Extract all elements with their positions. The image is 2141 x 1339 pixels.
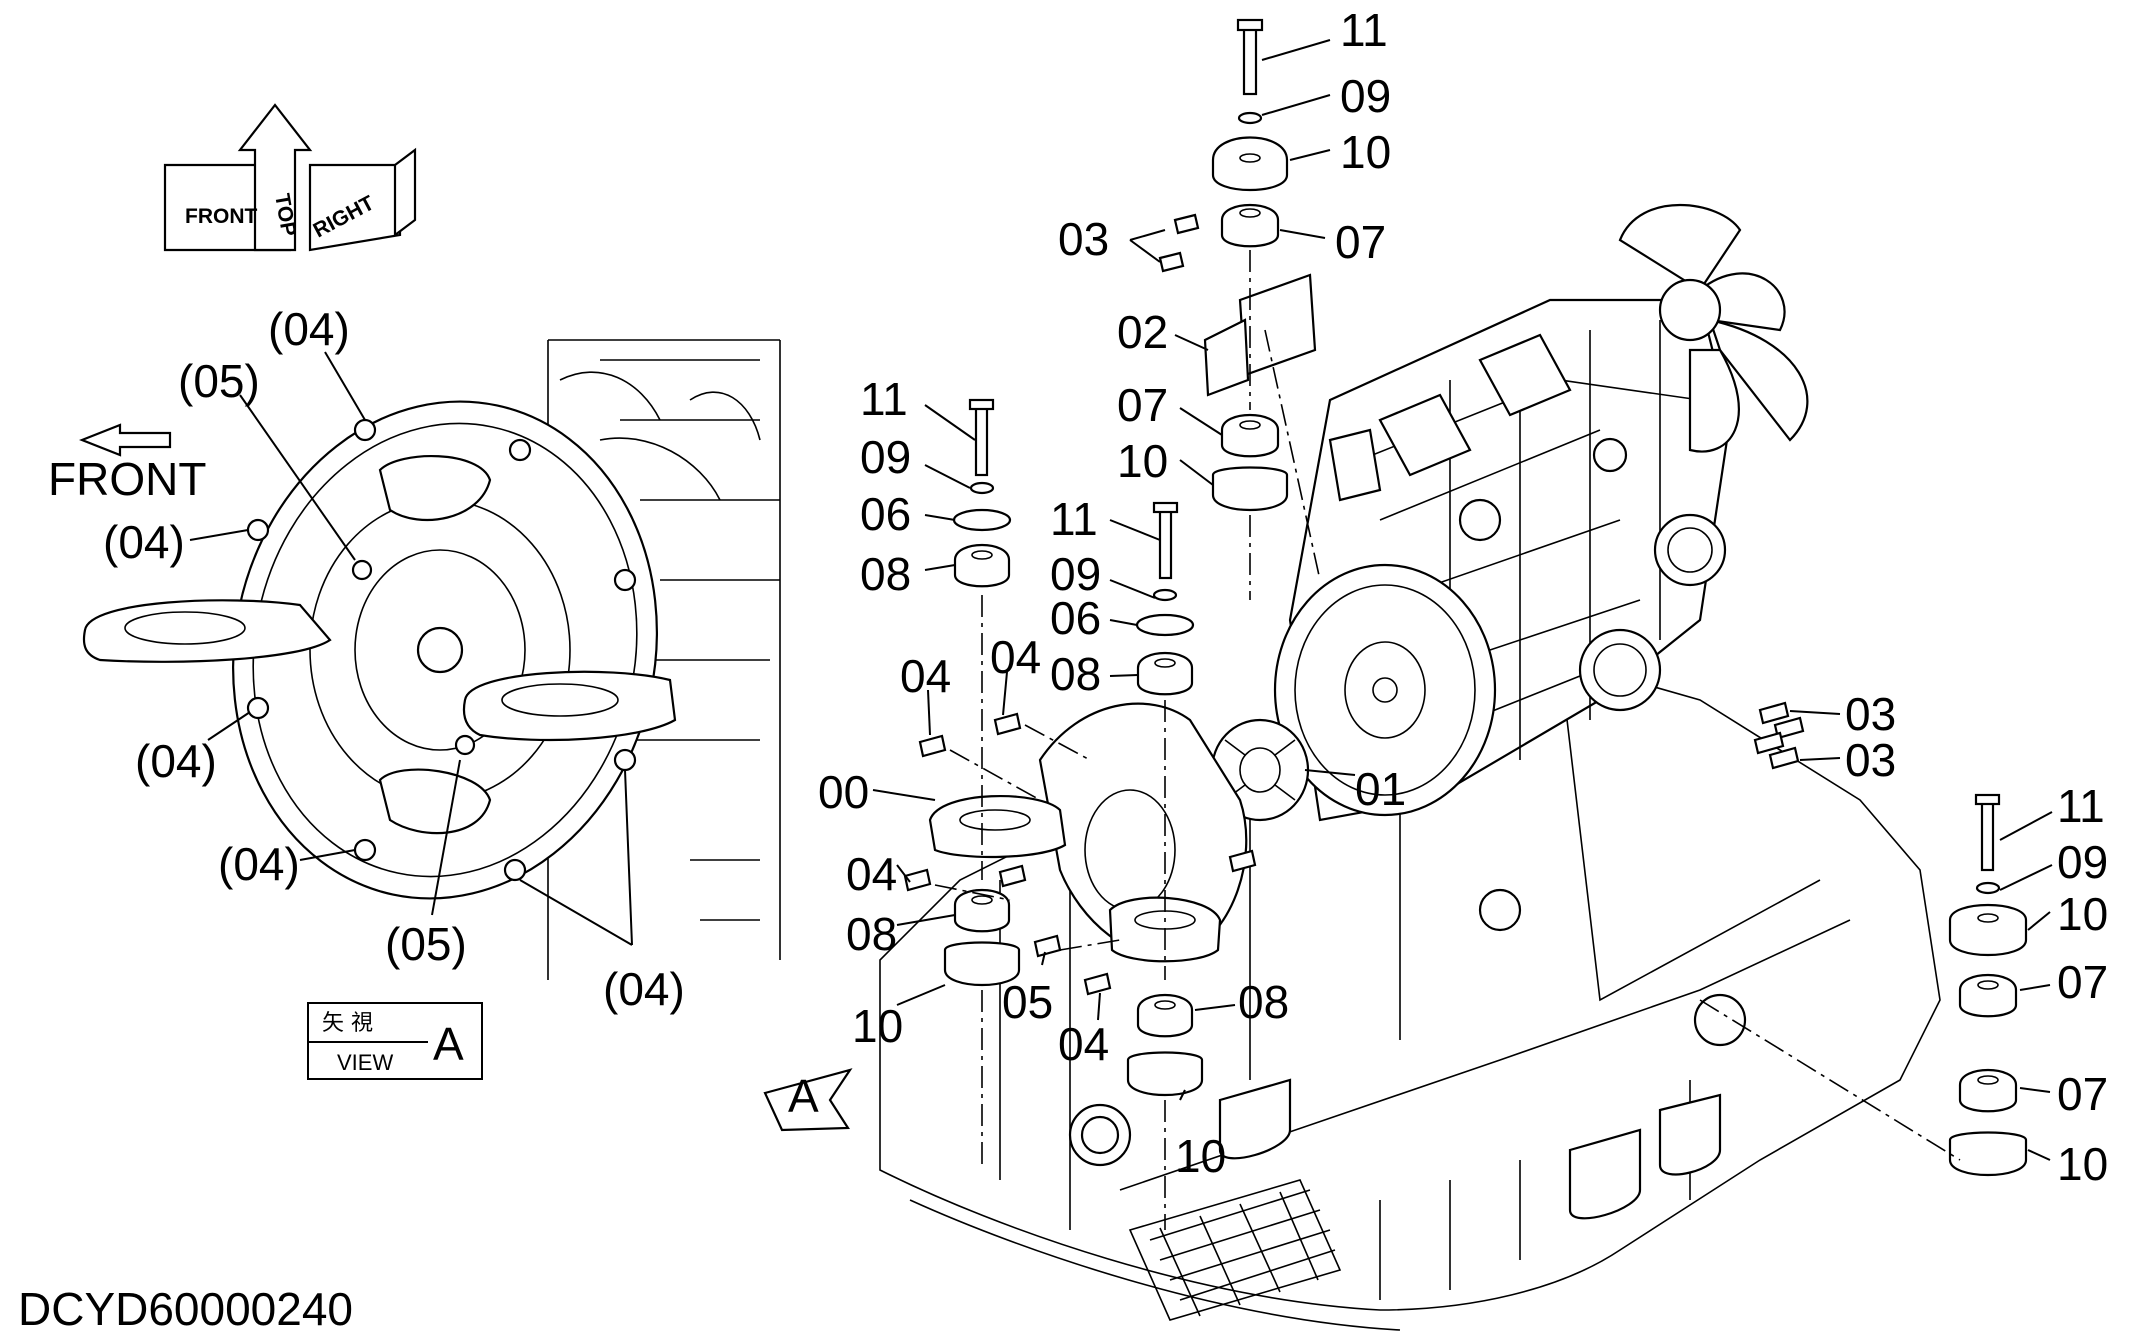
callout-detail-05-b: (05) xyxy=(385,918,467,970)
callout-c-10b: 10 xyxy=(1175,1130,1226,1182)
orientation-cube: FRONT TOP RIGHT xyxy=(163,103,417,252)
callout-c-09: 09 xyxy=(1050,548,1101,600)
callout-top-07: 07 xyxy=(1335,216,1386,268)
callout-c-04b: 04 xyxy=(990,631,1041,683)
drawing-code: DCYD60000240 xyxy=(18,1283,353,1335)
callout-c-04c: 04 xyxy=(846,848,897,900)
view-a-marker-letter: A xyxy=(788,1070,819,1122)
callout-detail-04-a: (04) xyxy=(268,303,350,355)
callout-r-07b: 07 xyxy=(2057,1068,2108,1120)
callout-r-10b: 10 xyxy=(2057,1138,2108,1190)
callout-detail-04-d: (04) xyxy=(218,838,300,890)
view-box-label: VIEW xyxy=(337,1050,393,1075)
callout-mid-07: 07 xyxy=(1117,379,1168,431)
callout-r-11: 11 xyxy=(2057,780,2105,832)
callout-detail-04-e: (04) xyxy=(603,963,685,1015)
callout-c-04a: 04 xyxy=(900,650,951,702)
callout-left-09: 09 xyxy=(860,431,911,483)
callout-c-10: 10 xyxy=(852,1000,903,1052)
view-a-box: 矢 視 VIEW A xyxy=(307,1002,483,1080)
callout-left-11: 11 xyxy=(860,373,908,425)
callout-detail-05-a: (05) xyxy=(178,355,260,407)
callout-left-06: 06 xyxy=(860,488,911,540)
callout-c-05: 05 xyxy=(1002,976,1053,1028)
view-a-arrow xyxy=(763,1068,853,1132)
front-label: FRONT xyxy=(48,453,206,505)
cooling-fan xyxy=(1618,203,1809,453)
view-box-kanji: 矢 視 xyxy=(322,1011,373,1036)
front-arrow: FRONT xyxy=(48,423,206,505)
callout-detail-04-b: (04) xyxy=(103,516,185,568)
callout-top-09: 09 xyxy=(1340,70,1391,122)
view-box-letter: A xyxy=(433,1018,464,1070)
callout-r-09: 09 xyxy=(2057,836,2108,888)
callout-top-02: 02 xyxy=(1117,306,1168,358)
callout-c-01: 01 xyxy=(1355,763,1406,815)
callout-mid-10: 10 xyxy=(1117,435,1168,487)
callout-detail-04-c: (04) xyxy=(135,735,217,787)
callout-c-08b: 08 xyxy=(846,908,897,960)
callout-r-03b: 03 xyxy=(1845,734,1896,786)
main-assembly xyxy=(763,18,2053,1331)
callout-c-08: 08 xyxy=(1050,648,1101,700)
callout-r-07: 07 xyxy=(2057,956,2108,1008)
callout-c-11: 11 xyxy=(1050,493,1098,545)
callout-c-08c: 08 xyxy=(1238,976,1289,1028)
callout-r-10: 10 xyxy=(2057,888,2108,940)
bellhousing-part xyxy=(928,702,1248,963)
callout-c-00: 00 xyxy=(818,766,869,818)
detail-view-a xyxy=(82,339,781,980)
callout-r-03a: 03 xyxy=(1845,688,1896,740)
callout-c-06: 06 xyxy=(1050,592,1101,644)
callout-top-03: 03 xyxy=(1058,213,1109,265)
cube-front-label: FRONT xyxy=(185,205,257,228)
callout-top-10: 10 xyxy=(1340,126,1391,178)
callout-left-08: 08 xyxy=(860,548,911,600)
callout-c-04d: 04 xyxy=(1058,1018,1109,1070)
callout-top-11: 11 xyxy=(1340,4,1388,56)
